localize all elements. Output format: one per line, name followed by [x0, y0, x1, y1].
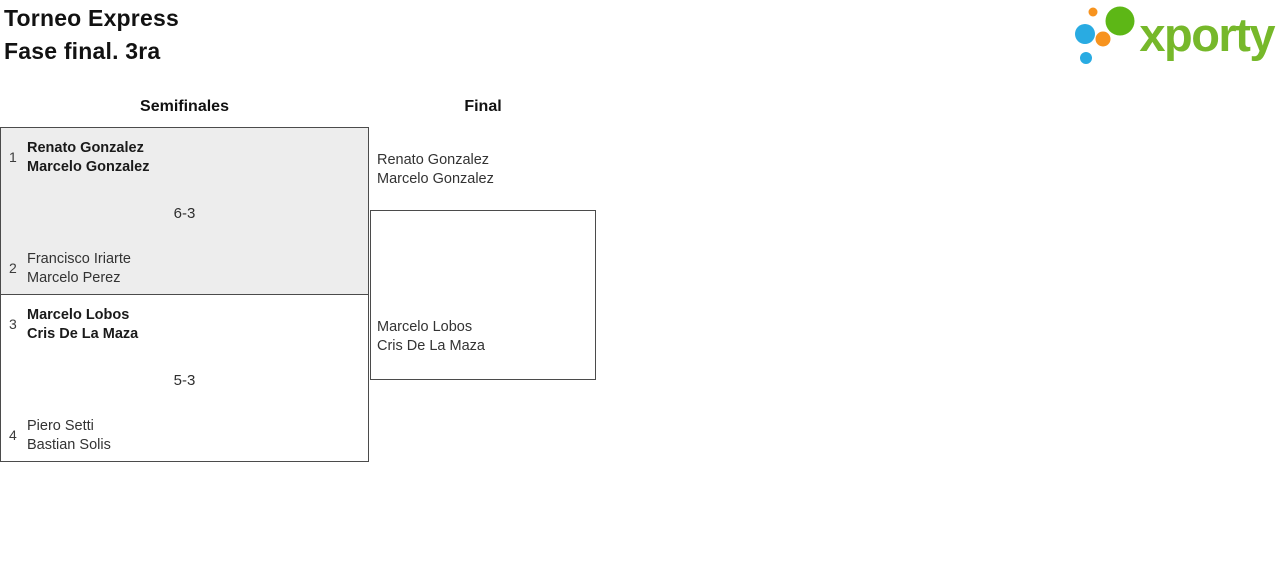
- player-name: Marcelo Gonzalez: [377, 171, 494, 187]
- final-team-bottom: Marcelo Lobos Cris De La Maza: [377, 318, 485, 356]
- xporty-logo-mark-icon: [1075, 6, 1135, 64]
- match-score: 5-3: [173, 372, 196, 389]
- column-header-final: Final: [464, 98, 502, 115]
- tournament-name: Torneo Express: [4, 5, 179, 31]
- match-semifinal-1: 1 Renato Gonzalez Marcelo Gonzalez 6-3 2…: [0, 127, 369, 295]
- page-title: Torneo Express Fase final. 3ra: [4, 2, 179, 68]
- match-score: 6-3: [173, 205, 196, 222]
- seed-number: 4: [9, 427, 17, 443]
- final-team-top: Renato Gonzalez Marcelo Gonzalez: [377, 151, 494, 189]
- player-name: Cris De La Maza: [377, 338, 485, 354]
- player-name: Piero Setti: [27, 418, 94, 434]
- match-semifinal-2: 3 Marcelo Lobos Cris De La Maza 5-3 4 Pi…: [0, 294, 369, 462]
- player-name: Bastian Solis: [27, 437, 111, 453]
- team-semifinal-1-top: Renato Gonzalez Marcelo Gonzalez: [27, 139, 149, 177]
- seed-number: 1: [9, 149, 17, 165]
- team-semifinal-2-top: Marcelo Lobos Cris De La Maza: [27, 306, 138, 344]
- phase-subtitle: Fase final. 3ra: [4, 38, 161, 64]
- team-semifinal-2-bottom: Piero Setti Bastian Solis: [27, 417, 111, 455]
- player-name: Francisco Iriarte: [27, 251, 131, 267]
- match-final-box: [370, 210, 596, 380]
- player-name: Marcelo Lobos: [27, 307, 130, 323]
- player-name: Renato Gonzalez: [27, 140, 144, 156]
- player-name: Marcelo Lobos: [377, 319, 473, 335]
- xporty-logo-text: xporty: [1139, 8, 1275, 61]
- seed-number: 3: [9, 316, 17, 332]
- player-name: Marcelo Perez: [27, 270, 121, 286]
- xporty-logo[interactable]: xporty: [1074, 3, 1275, 71]
- player-name: Cris De La Maza: [27, 326, 139, 342]
- player-name: Renato Gonzalez: [377, 152, 490, 168]
- seed-number: 2: [9, 260, 17, 276]
- player-name: Marcelo Gonzalez: [27, 159, 150, 175]
- column-header-semifinals: Semifinales: [140, 98, 229, 115]
- team-semifinal-1-bottom: Francisco Iriarte Marcelo Perez: [27, 250, 131, 288]
